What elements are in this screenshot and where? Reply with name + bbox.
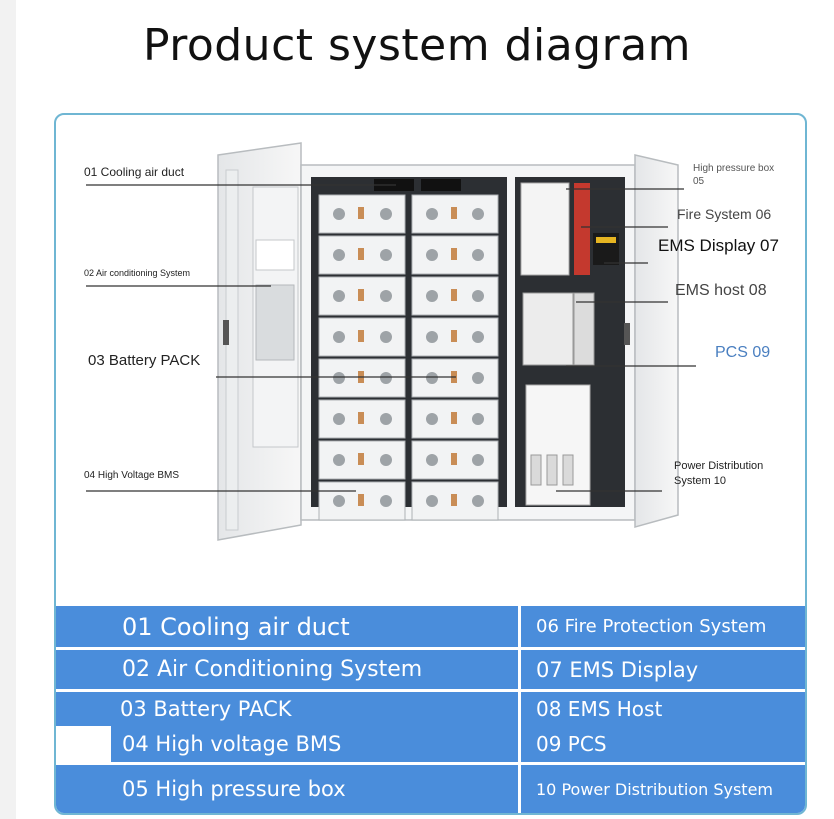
callout-power-distribution: Power Distribution System 10 [674, 460, 764, 487]
cabinet-illustration [86, 142, 696, 541]
legend-item-07: 07 EMS Display [521, 650, 805, 689]
callout-high-pressure-box: High pressure box 05 [693, 163, 775, 187]
legend-item-08: 08 EMS Host [521, 692, 805, 726]
legend-item-06: 06 Fire Protection System [521, 606, 805, 647]
callout-ems-host: EMS host 08 [675, 282, 767, 299]
legend-item-09: 09 PCS [521, 726, 805, 762]
pcs-unit [522, 292, 574, 366]
legend-item-04: 04 High voltage BMS [111, 726, 518, 762]
legend-item-03: 03 Battery PACK [56, 692, 518, 726]
high-pressure-box [520, 182, 570, 276]
fire-system [574, 183, 590, 275]
callout-battery-pack: 03 Battery PACK [88, 352, 201, 369]
diagram-frame: 01 Cooling air duct 02 Air conditioning … [54, 113, 807, 815]
legend-item-01: 01 Cooling air duct [56, 606, 518, 647]
ems-host [573, 292, 595, 366]
right-door [634, 154, 679, 528]
legend-item-05: 05 High pressure box [56, 765, 518, 813]
callout-fire-system: Fire System 06 [677, 206, 772, 222]
callout-ems-display: EMS Display 07 [658, 236, 779, 255]
callout-cooling-air-duct: 01 Cooling air duct [84, 165, 185, 179]
callout-pcs: PCS 09 [715, 344, 771, 361]
legend-table: 01 Cooling air duct 02 Air Conditioning … [56, 606, 805, 813]
callout-high-voltage-bms: 04 High Voltage BMS [84, 470, 180, 481]
battery-packs [318, 194, 499, 521]
page-title: Product system diagram [142, 20, 692, 71]
power-distribution [525, 384, 591, 506]
callout-air-conditioning: 02 Air conditioning System [84, 268, 191, 278]
left-edge-strip [0, 0, 16, 819]
legend-item-02: 02 Air Conditioning System [56, 650, 518, 689]
legend-item-10: 10 Power Distribution System [521, 765, 805, 813]
